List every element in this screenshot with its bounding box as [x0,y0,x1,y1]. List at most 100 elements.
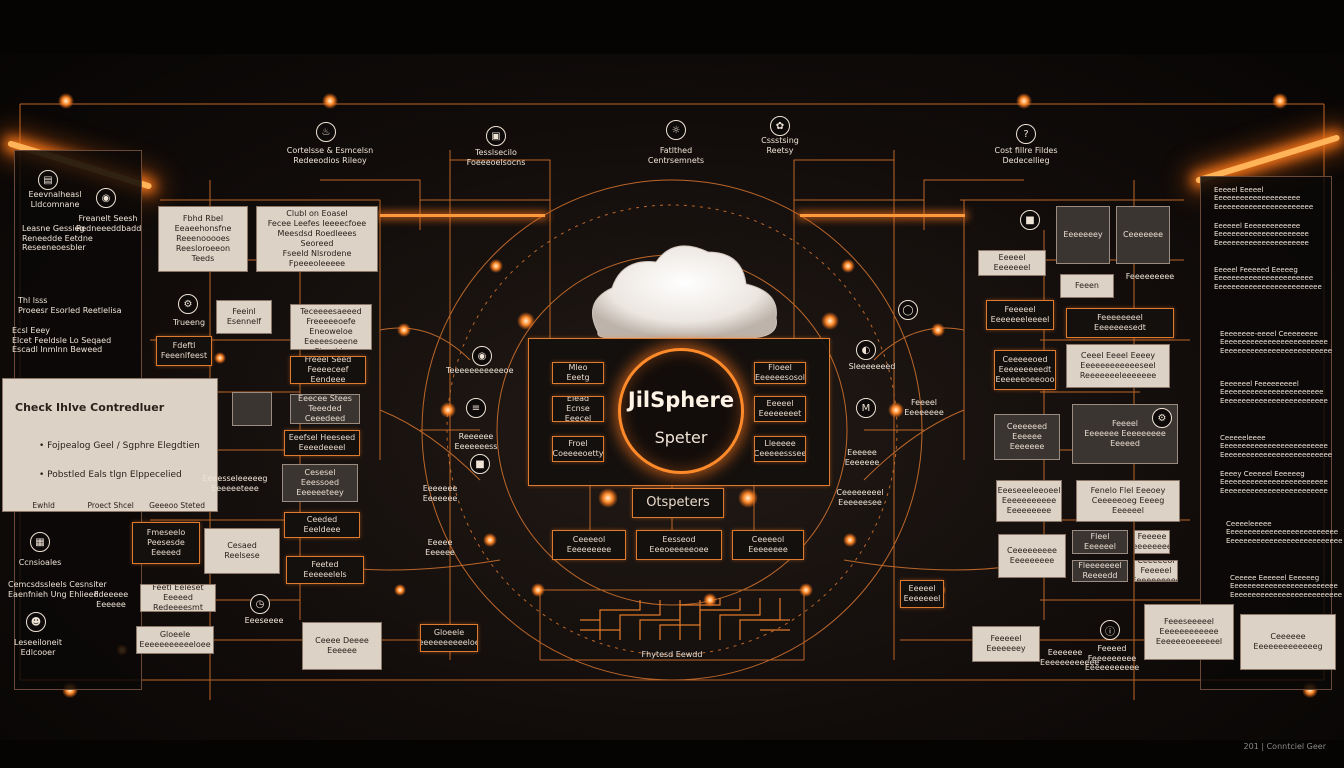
left-box-e: Recelceod Teceeeesaeeed Freeeeeoefe Eneo… [290,304,372,350]
core-left-2: Elead Ecnse Eeecel [552,396,604,422]
core-bottom-1: Ceeeeol Eeeeeeeee [552,530,626,560]
right-box-o: Ceeeeeol Feeeeel Eeeeeeeeee [1134,560,1178,582]
callout-bullet-2: • Pobstled Eals tlgn Elppecelied [39,470,182,480]
right-box-h: Ceeeeeed Eeeeee Eeeeeee [994,414,1060,460]
left-box-l: Cesaed Reelsese [204,528,280,574]
doc-icon: ▤ [38,170,58,190]
core-side-left-1: Teeeeeeeeeeeoe [446,366,514,375]
callout-bullet-2-text: Pobstled Eals tlgn Elppecelied [47,470,182,480]
callout-bullet-1-text: Fojpealog Geel / Sgphre Elegdtien [47,440,200,451]
left-box-t: Ceeee Deeee Eeeeee [302,622,382,670]
left-col-bottom-2: Cemcsdssleels Cesnsiter Eaenfnieh Ung Eh… [8,580,107,599]
clock-icon: ◷ [250,594,270,614]
right-box-f: Ceeeeeoed Eeeeeeeeedt Eeeeeeoeeooo [994,350,1056,390]
right-col-line-9: Ceeeee Eeeeeel Eeeeeeg Eeeeeeeeeeeeeeeee… [1230,574,1343,599]
left-box-g: Freeel Seed Feeeeceef Eendeee [290,356,366,384]
callout-footer-2: Proect Shcel Evelleneevisn [85,501,137,511]
callout-footer-1: Ewhld Couteeehngers [15,501,72,511]
core-side-left-3: Eeeeeee Eeeeeee [422,484,458,503]
right-box-c: Feeeeel Eeeeeeeleeeel [986,300,1054,330]
glow-line-right [800,214,965,217]
right-box-j: Eeeseeeleeoeel Eeeeeeeeeee Eeeeeeeee [996,480,1062,522]
lock-icon: ? [1016,124,1036,144]
left-box-b: Clubl on Eoasel Fecee Leefes Ieeeecfoee … [256,206,378,272]
right-grey-2: Ceeeeeee [1116,206,1170,264]
top-label-2: Tesslsecilo Foeeeoelsocns [466,148,526,167]
left-callout: Check Ihlve Contredluer • Fojpealog Geel… [2,378,218,512]
footer-note: 201 | Conntciel Geer [1243,742,1326,751]
info-icon: ⓘ [1100,620,1120,640]
left-box-c: Trueeng [172,318,206,327]
right-col-line-5: Eeeeeeel Feeeeeeeeel Eeeeeeeeeeeeeeeeeee… [1220,380,1328,405]
right-box-i: Fenelo Flel Eeeoey Ceeeeeoeg Eeeeg Eeeee… [1076,480,1180,522]
top-label-3: Fatlthed Centrsemnets [647,146,705,165]
core-bottom-3: Ceeeeol Eeeeeeee [732,530,804,560]
core-side-right-1: Sleeeeeeed [848,362,896,371]
core-left-1: Mleo Eeetg [552,362,604,384]
left-box-h: Eeecee Stees Teeeded Ceeedeed [290,394,360,424]
right-col-line-4: Eeeeeeee-eeeel Ceeeeeeee Eeeeeeeeeeeeeee… [1220,330,1333,355]
left-ring-icon-2: ≡ [466,398,486,418]
core-below: Otspeters [632,488,724,518]
core-right-1: Floeel Eeeeeesosol [754,362,806,384]
right-col-line-8: Ceeeeleeeee Eeeeeeeeeeeeeeeeeeeeeeeeee E… [1226,520,1343,545]
right-box-m: Feeeee Eeeeeeeeeeeeeeee [1134,530,1170,554]
left-col-icon-label: Eeevnalheasl Lldcomnane [28,190,82,209]
right-ring-icon-1: ◐ [856,340,876,360]
core-side-right-3: Eeeeee Eeeeeee [844,448,880,467]
calendar-icon: ▦ [30,532,50,552]
right-label-s: Feeeed Feeeeeeeee Eeeeeeeeeee [1084,644,1140,673]
core-left-3: Froel Coeeeeoetty [552,436,604,462]
left-label-r: Fdeeeee Eeeeee [93,590,129,609]
core-right-2: Eeeeel Eeeeeeeet [754,396,806,422]
left-col-bottom-1: Ccnsioales [18,558,62,567]
user-icon: ◉ [96,188,116,208]
left-ring-icon-1: ◉ [472,346,492,366]
right-box-e: Ceeel Eeeel Eeeey Eeeeeeeeeeeeseel Reeee… [1066,344,1170,388]
callout-footer-3: Geeeoo Steted Ecensnctfaers [149,501,205,511]
left-box-n: Feeted Eeeeeelels [286,556,364,584]
left-box-k: Fmeseelo Peesesde Eeeeed [132,522,200,564]
right-col-line-3: Eeeeel Feeeeed Eeeeeg Eeeeeeeeeeeeeeeeee… [1214,266,1322,291]
right-box-d: Feeeeeeeel Eeeeeeesedt [1066,308,1174,338]
brand-title: JilSphere [627,388,735,412]
right-icon-1: ◯ [898,300,918,320]
right-box-k: Ceeeeeeeee Eeeeeeeee [998,534,1066,578]
left-label-s: Eeeseeee [244,616,284,625]
left-col-text-1: Leasne Gessieg Reneedde Eetdne Reseeneoe… [22,224,93,253]
core-hub [618,348,744,474]
right-col-line-2: Eeeeeel Eeeeeeeeeeeee Eeeeeeeeeeeeeeeeee… [1214,222,1309,247]
left-col-text-2: Thl lsss Proeesr Esorled Reetlelisa [18,296,122,315]
left-box-o: Feetl Eeleset Eeeeed Redeeeesmt [140,584,216,612]
flame-icon: ♨ [316,122,336,142]
left-col-bottom-3: Leseeiloneit Edlcooer [14,638,62,657]
core-side-right-2: Feeeel Eeeeeeee [904,398,944,417]
core-bottom-2: Eesseod Eeeoeeeeeoee [636,530,722,560]
right-box-n: Fleeeeeeel Reeeedd [1072,560,1128,582]
right-box-q: Feeeeel Eeeeeeey [972,626,1040,662]
core-side-right-4: Ceeeeeeeel Eeeeeesee [836,488,884,507]
core-side-left-2: Reeeeee Eeeeeeess [454,432,498,451]
right-col-line-6: Ceeeeeleeee Eeeeeeeeeeeeeeeeeeeeeeeee Ee… [1220,434,1333,459]
left-box-a: Fbhd Rbel Eeaeehonsfne Reeenooooes Reesl… [158,206,248,272]
brand-subtitle: Speter [654,428,708,447]
left-box-j: Cesesel Eeessoed Eeeeeeteey [282,464,358,502]
right-box-l: Fleel Eeeeeel [1072,530,1128,554]
right-grey-3: Feeeeeeeee [1125,272,1175,281]
left-label-q: Eeeesseleeeeeg Eeeeeeteee [202,474,268,493]
right-icon-2: ■ [1020,210,1040,230]
right-box-p: Feeeseeeeel Eeeeeeeeeeee Eeeeeeoeeeeeel [1144,604,1234,660]
top-label-5: Cost fillre Fildes Dedecellieg [994,146,1058,165]
right-box-a: Eeeeel Eeeeeeel [978,250,1046,276]
right-box-t: Ceeeeee Eeeeeeeeeeeeeg [1240,614,1336,670]
left-col-text-3: Ecsl Eeey Elcet Feeldsle Lo Seqaed Escad… [12,326,112,355]
callout-title: Check Ihlve Contredluer [15,401,165,414]
right-box-b: Feeen [1060,274,1114,298]
right-ring-icon-2: M [856,398,876,418]
core-right-3: Lleeeee Ceeeeesssee [754,436,806,462]
right-grey-1: Eeeeeeey [1056,206,1110,264]
top-label-1: Cortelsse & Esmcelsn Redeeodios Rileoy [286,146,374,165]
left-box-d: Feeinl Esennelf [216,300,272,334]
top-label-4: Cssstsing Reetsy [761,136,799,155]
